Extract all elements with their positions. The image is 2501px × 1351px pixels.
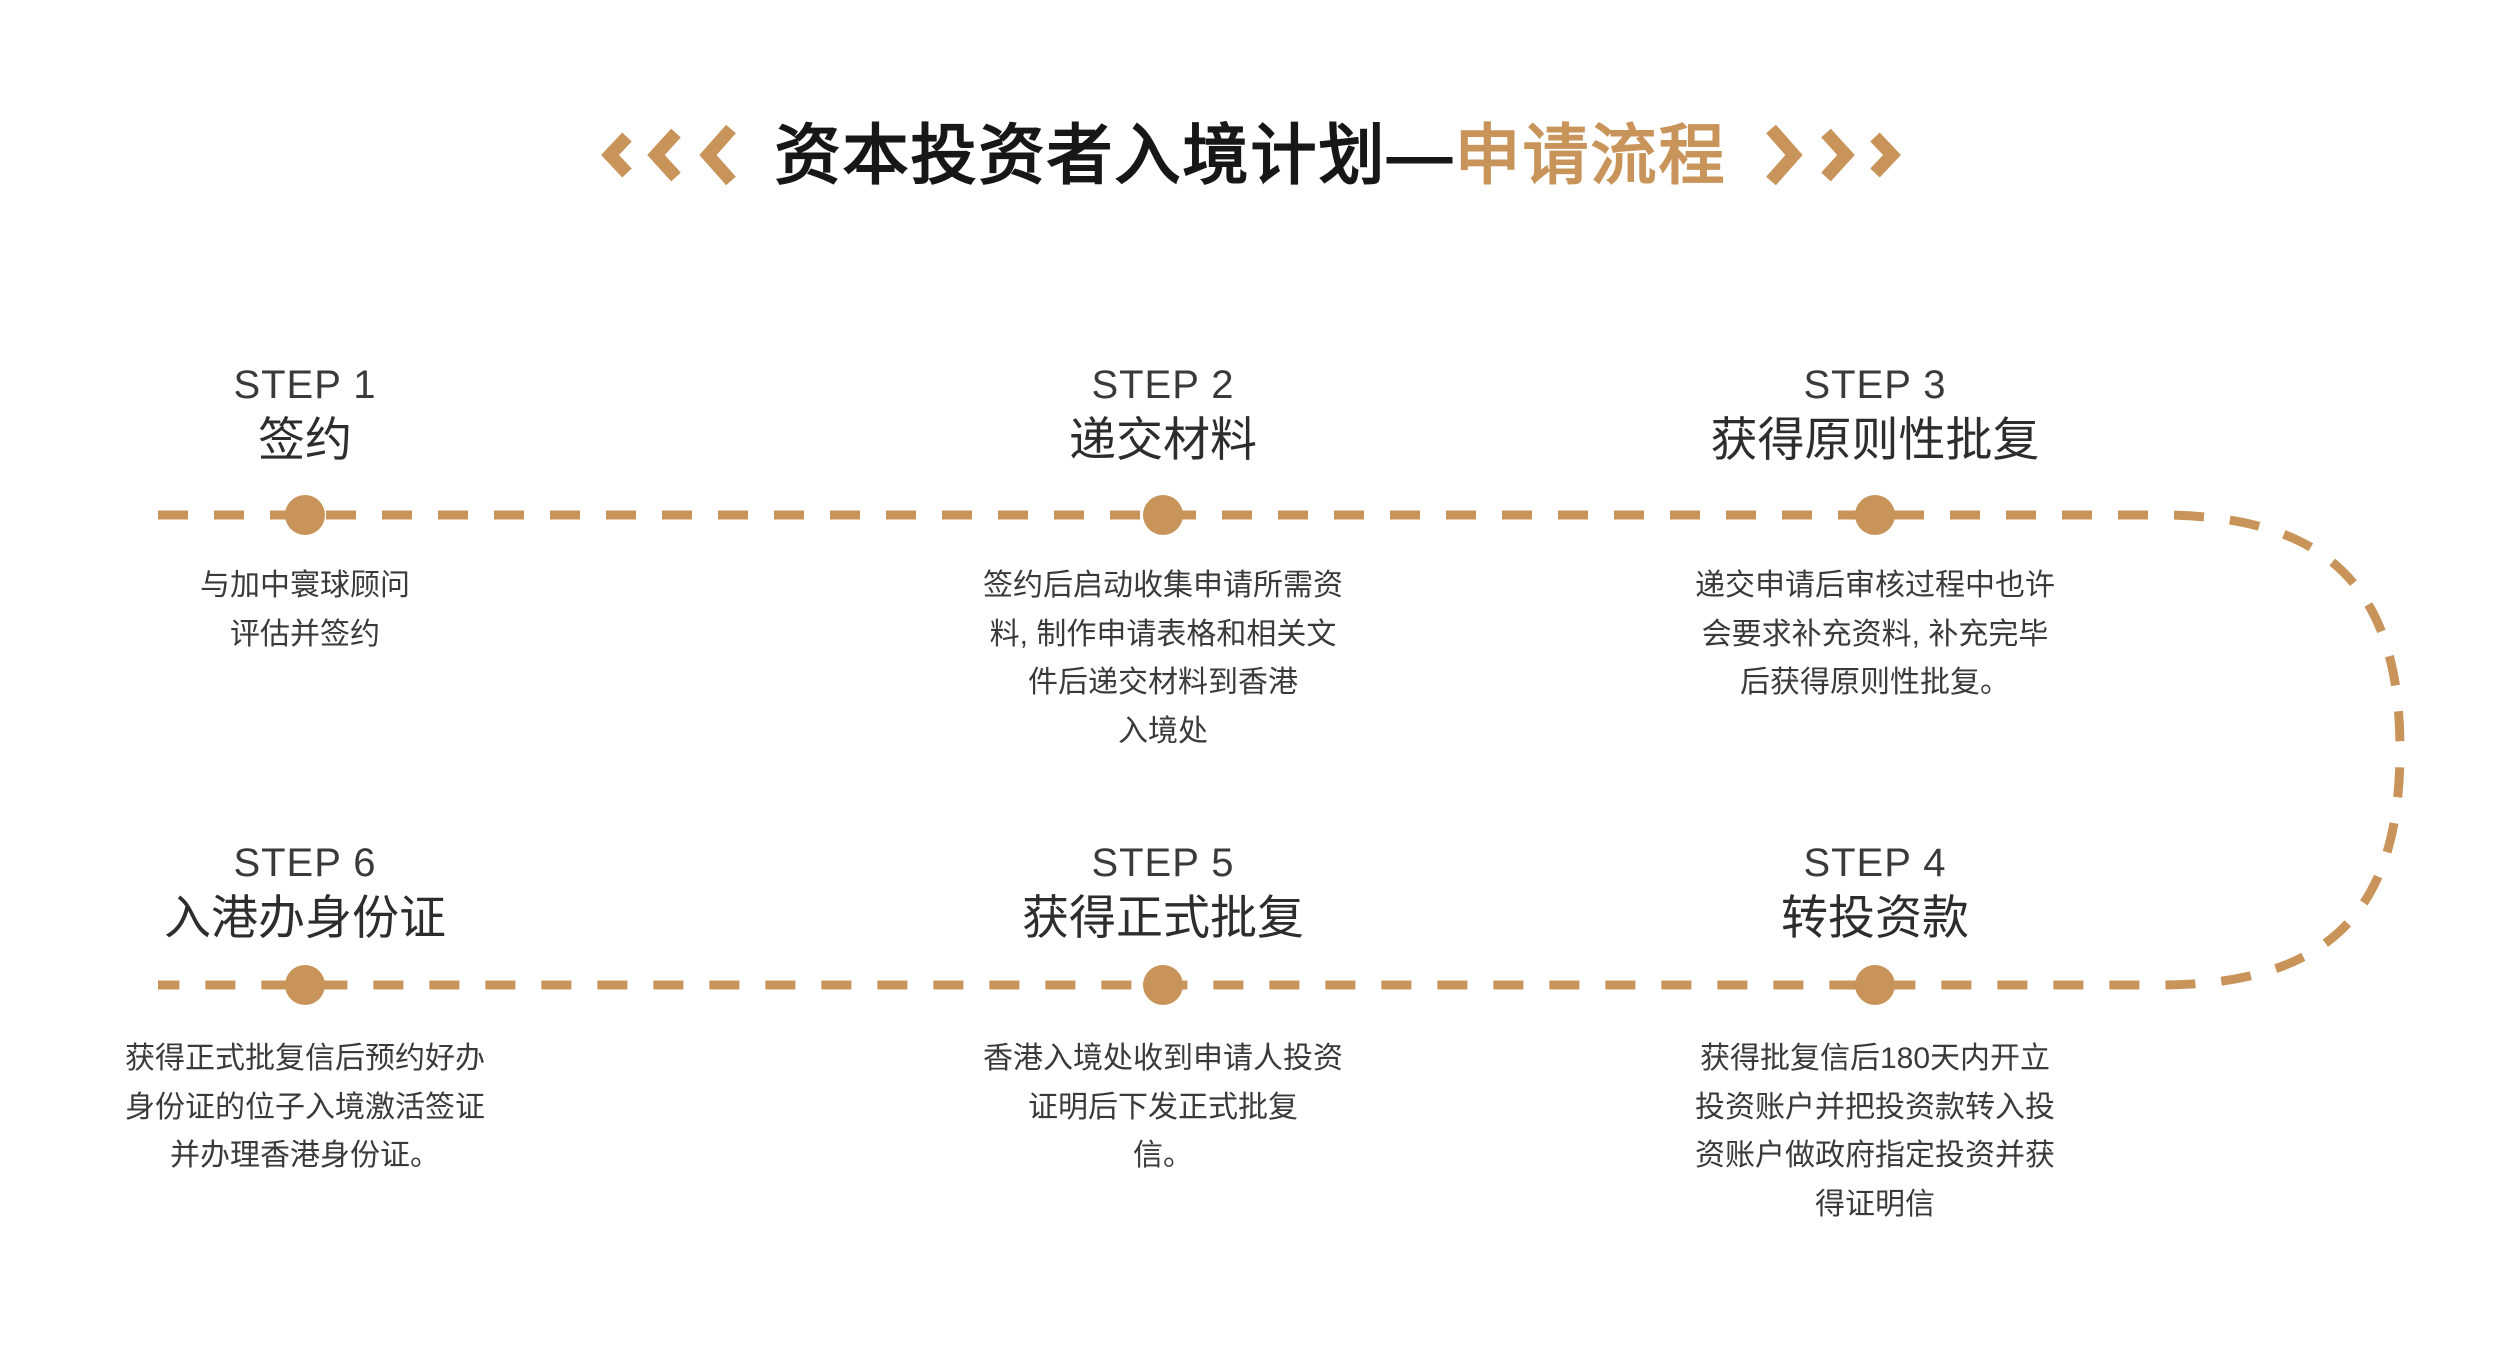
- step-title-3: 获得原则性批复: [1710, 413, 2040, 467]
- step-title-5: 获得正式批复: [1022, 891, 1304, 945]
- step-number-3: STEP 3: [1803, 363, 1947, 407]
- chevron-left-triple-icon: [600, 122, 741, 188]
- step-body-1: 与加中寰球顾问 评估并签约: [70, 562, 540, 659]
- step-body-line: 资账户做政府指定投资并获: [1695, 1139, 2055, 1173]
- step-body-line: 签约后启动收集申请所需资: [983, 569, 1343, 602]
- step-header-5: STEP 5 获得正式批复: [928, 840, 1398, 947]
- step-body-line: 获得批复信后180天内开立: [1699, 1042, 2051, 1075]
- step-body-line: 件后递交材料到香港: [1028, 666, 1298, 700]
- step-body-4: 获得批复信后180天内开立 投资账户并把投资款转入投 资账户做政府指定投资并获 …: [1640, 1035, 2110, 1229]
- step-body-line: 投资账户并把投资款转入投: [1695, 1090, 2055, 1124]
- step-body-line: 获得正式批复信后预约好办: [125, 1042, 485, 1075]
- step-header-3: STEP 3 获得原则性批复: [1640, 362, 2110, 469]
- page-title-main: 资本投资者入境计划—: [774, 118, 1455, 192]
- timeline-dot-icon: [1855, 965, 1895, 1005]
- step-body-line: 评估并签约: [230, 617, 380, 651]
- page-title: 资本投资者入境计划—申请流程: [775, 122, 1727, 188]
- step-body-line: 身份证的位子入境激活签证: [125, 1090, 485, 1124]
- step-body-3: 递交申请后审核过程中也许 会要求补充资料, 补充完毕 后获得原则性批复。: [1640, 562, 2110, 708]
- chevron-right-triple-icon: [1761, 122, 1901, 188]
- timeline-dot-icon: [1143, 495, 1183, 535]
- step-title-1: 签约: [258, 413, 352, 467]
- step-number-5: STEP 5: [1091, 841, 1235, 885]
- step-body-line: 料, 制作申请表格和相关文: [989, 617, 1337, 651]
- timeline-dot-icon: [1855, 495, 1895, 535]
- step-number-4: STEP 4: [1803, 841, 1947, 885]
- step-body-line: 信。: [1133, 1139, 1193, 1173]
- step-number-2: STEP 2: [1091, 363, 1235, 407]
- step-title-4: 转投资款: [1781, 891, 1969, 945]
- step-number-6: STEP 6: [233, 841, 377, 885]
- step-header-6: STEP 6 入港办身份证: [70, 840, 540, 947]
- step-body-6: 获得正式批复信后预约好办 身份证的位子入境激活签证 并办理香港身份证。: [45, 1035, 565, 1181]
- step-body-line: 入境处: [1118, 714, 1208, 748]
- step-body-line: 递交申请后审核过程中也许: [1695, 569, 2055, 602]
- step-body-2: 签约后启动收集申请所需资 料, 制作申请表格和相关文 件后递交材料到香港 入境处: [928, 562, 1398, 756]
- timeline-dot-icon: [285, 495, 325, 535]
- step-number-1: STEP 1: [233, 363, 377, 407]
- step-body-line: 会要求补充资料, 补充完毕: [1701, 617, 2049, 651]
- timeline-dot-icon: [285, 965, 325, 1005]
- step-header-1: STEP 1 签约: [70, 362, 540, 469]
- step-title-6: 入港办身份证: [164, 891, 446, 945]
- step-header-4: STEP 4 转投资款: [1640, 840, 2110, 947]
- step-body-line: 与加中寰球顾问: [200, 569, 410, 602]
- step-header-2: STEP 2 递交材料: [928, 362, 1398, 469]
- timeline-dot-icon: [1143, 965, 1183, 1005]
- step-body-line: 证明后下发正式批复: [1028, 1090, 1298, 1124]
- step-body-line: 香港入境处收到申请人投资: [983, 1042, 1343, 1075]
- step-title-2: 递交材料: [1069, 413, 1257, 467]
- page-title-accent: 申请流程: [1454, 118, 1727, 192]
- step-body-line: 得证明信: [1815, 1187, 1935, 1221]
- step-body-line: 后获得原则性批复。: [1740, 666, 2010, 700]
- step-body-5: 香港入境处收到申请人投资 证明后下发正式批复 信。: [928, 1035, 1398, 1181]
- page-title-bar: 资本投资者入境计划—申请流程: [0, 95, 2501, 215]
- step-body-line: 并办理香港身份证。: [170, 1139, 440, 1173]
